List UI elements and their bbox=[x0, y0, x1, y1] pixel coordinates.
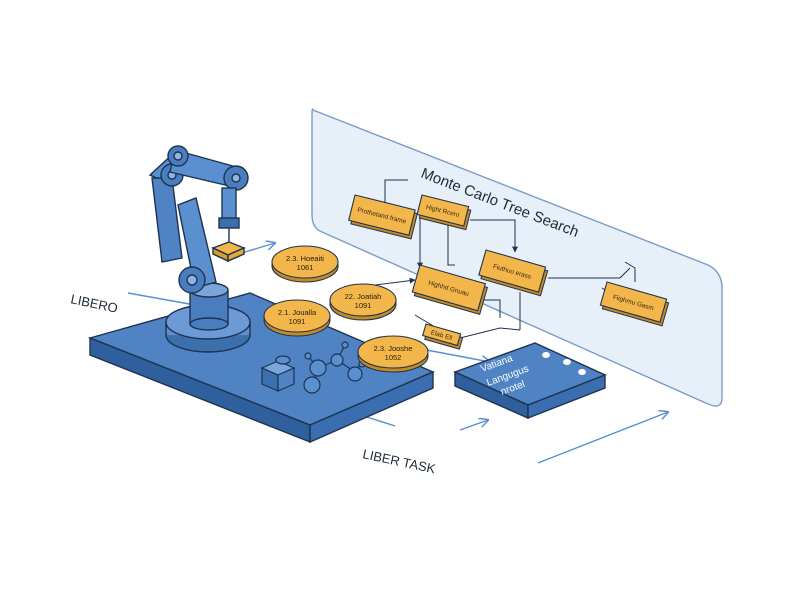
coin-line2: 1052 bbox=[385, 353, 402, 362]
mcts-node: Highhd Gnuau bbox=[411, 264, 489, 315]
coin-line1: 22. Joatiah bbox=[345, 292, 382, 301]
mcts-panel bbox=[311, 108, 723, 407]
liber-task-label: LIBER TASK bbox=[361, 446, 437, 476]
coin-line2: 1091 bbox=[355, 301, 372, 310]
coin-line1: 2.3. Hoeaiti bbox=[286, 254, 324, 263]
mcts-node: Prothetand frame bbox=[348, 194, 418, 240]
molecule-icon bbox=[303, 341, 366, 394]
coin-line1: 2.1. Joualla bbox=[278, 308, 317, 317]
mcts-node: Hight Rcero bbox=[416, 194, 472, 231]
gear-icon bbox=[275, 355, 291, 365]
mcts-edges bbox=[374, 179, 636, 339]
mcts-node: Fiuthuo erass bbox=[478, 249, 549, 297]
coin-line2: 1091 bbox=[289, 317, 306, 326]
mcts-node: Fiighmu Gasm bbox=[599, 281, 670, 327]
coin-line2: 1061 bbox=[297, 263, 314, 272]
mcts-node: Elab Ell bbox=[422, 323, 464, 350]
coin-line1: 2.3. Jooshe bbox=[374, 344, 413, 353]
libero-label: LIBERO bbox=[69, 291, 119, 316]
vlm-box bbox=[453, 342, 607, 420]
robot-arm-icon bbox=[148, 145, 251, 353]
chat-bubble-icon bbox=[542, 352, 586, 375]
cube-icon bbox=[260, 360, 296, 392]
